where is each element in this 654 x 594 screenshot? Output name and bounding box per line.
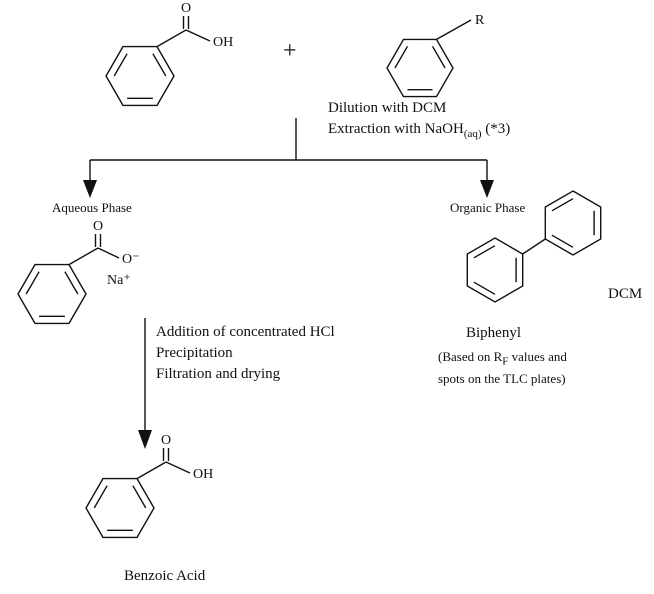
carbonyl-oxygen-label: O bbox=[181, 1, 191, 16]
biphenyl-label: Biphenyl bbox=[466, 325, 521, 341]
benzoic-acid-bottom-skeleton: O OH bbox=[85, 433, 213, 539]
r-substituent-label: R bbox=[475, 13, 485, 28]
step2-line2: Precipitation bbox=[156, 345, 233, 361]
step2-line3: Filtration and drying bbox=[156, 366, 281, 382]
dcm-label: DCM bbox=[608, 286, 643, 302]
benzoic-acid-label: Benzoic Acid bbox=[124, 568, 206, 584]
organic-phase-label: Organic Phase bbox=[450, 200, 526, 215]
rf-subscript: F bbox=[502, 355, 509, 368]
plus-sign: + bbox=[283, 38, 297, 64]
biphenyl-structure bbox=[448, 175, 633, 310]
carboxylate-oxygen-label: O⁻ bbox=[122, 252, 140, 267]
sodium-cation-label: Na⁺ bbox=[107, 273, 131, 288]
benzoic-acid-top-skeleton: O OH bbox=[105, 1, 233, 107]
hydroxyl-label: OH bbox=[213, 35, 233, 50]
step1-line2: Extraction with NaOH(aq) (*3) bbox=[328, 121, 511, 140]
organic-arrowhead-icon bbox=[480, 180, 494, 198]
benzoic-acid-bottom-structure: O OH bbox=[68, 432, 228, 547]
biphenyl-note-line1: (Based on RF values and bbox=[438, 349, 567, 368]
carbonyl-oxygen-label: O bbox=[161, 433, 171, 448]
step2-line1: Addition of concentrated HCl bbox=[156, 324, 335, 340]
hydroxyl-label: OH bbox=[193, 467, 213, 482]
benzoic-acid-top-structure: O OH bbox=[88, 0, 248, 115]
aq-subscript: (aq) bbox=[463, 128, 482, 140]
biphenyl-skeleton bbox=[466, 190, 602, 303]
biphenyl-note: (Based on RF values and spots on the TLC… bbox=[438, 348, 567, 388]
sodium-benzoate-skeleton: O O⁻ Na⁺ bbox=[17, 219, 140, 325]
biphenyl-note-line2: spots on the TLC plates) bbox=[438, 370, 566, 386]
sodium-benzoate-structure: O O⁻ Na⁺ bbox=[0, 218, 170, 333]
precipitation-arrowhead-icon bbox=[138, 430, 152, 449]
aryl-r-structure: R bbox=[372, 6, 512, 106]
aryl-r-skeleton: R bbox=[386, 13, 485, 98]
step1-line1: Dilution with DCM bbox=[328, 100, 447, 116]
aqueous-phase-label: Aqueous Phase bbox=[52, 200, 132, 215]
carbonyl-oxygen-label: O bbox=[93, 219, 103, 234]
step1-conditions: Dilution with DCM Extraction with NaOH(a… bbox=[328, 98, 510, 142]
aqueous-arrowhead-icon bbox=[83, 180, 97, 198]
step2-conditions: Addition of concentrated HCl Precipitati… bbox=[156, 322, 335, 385]
